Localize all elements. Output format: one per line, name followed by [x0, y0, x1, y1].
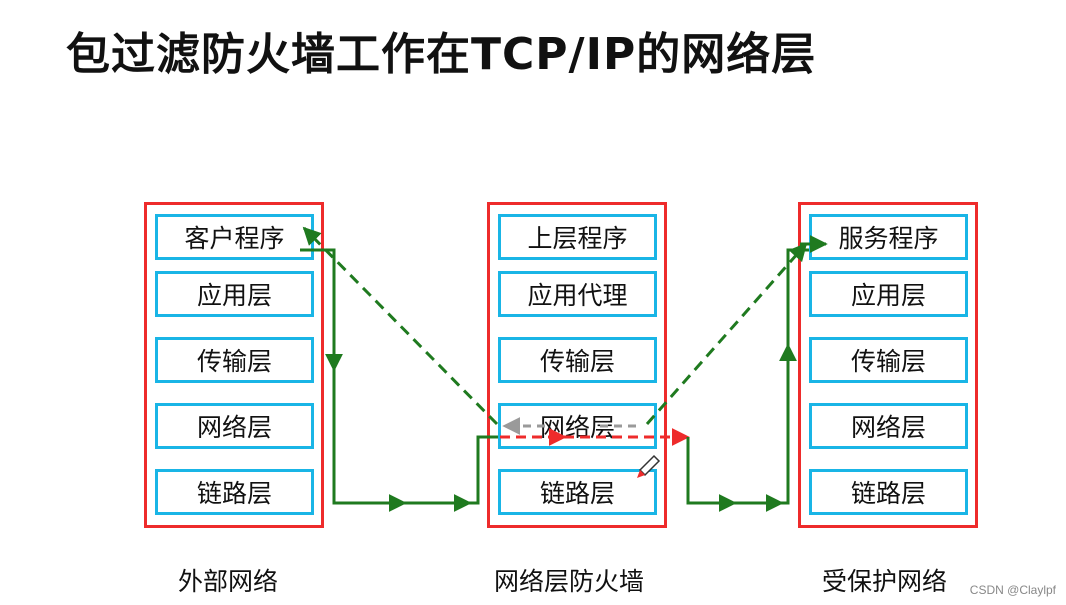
protected-layer-transport: 传输层 — [809, 337, 968, 383]
protected-layer-application: 应用层 — [809, 271, 968, 317]
external-network-caption: 外部网络 — [178, 567, 279, 596]
external-layer-application: 应用层 — [155, 271, 314, 317]
firewall-caption: 网络层防火墙 — [494, 567, 645, 596]
protected-layer-link: 链路层 — [809, 469, 968, 515]
firewall-layer-application-proxy: 应用代理 — [498, 271, 657, 317]
external-layer-transport: 传输层 — [155, 337, 314, 383]
external-layer-link: 链路层 — [155, 469, 314, 515]
external-layer-client-program: 客户程序 — [155, 214, 314, 260]
firewall-layer-link: 链路层 — [498, 469, 657, 515]
protected-layer-service-program: 服务程序 — [809, 214, 968, 260]
logical-dashed-client-to-firewall — [302, 226, 499, 426]
firewall-layer-network: 网络层 — [498, 403, 657, 449]
watermark: CSDN @Claylpf — [969, 583, 1056, 597]
protected-layer-network: 网络层 — [809, 403, 968, 449]
external-layer-network: 网络层 — [155, 403, 314, 449]
page-title: 包过滤防火墙工作在TCP/IP的网络层 — [66, 29, 817, 80]
protected-network-caption: 受保护网络 — [822, 567, 948, 596]
solid-path-external-to-firewall — [300, 248, 498, 505]
solid-path-firewall-to-protected — [686, 248, 809, 505]
firewall-layer-upper-program: 上层程序 — [498, 214, 657, 260]
logical-dashed-firewall-to-service — [645, 242, 808, 425]
firewall-layer-transport: 传输层 — [498, 337, 657, 383]
